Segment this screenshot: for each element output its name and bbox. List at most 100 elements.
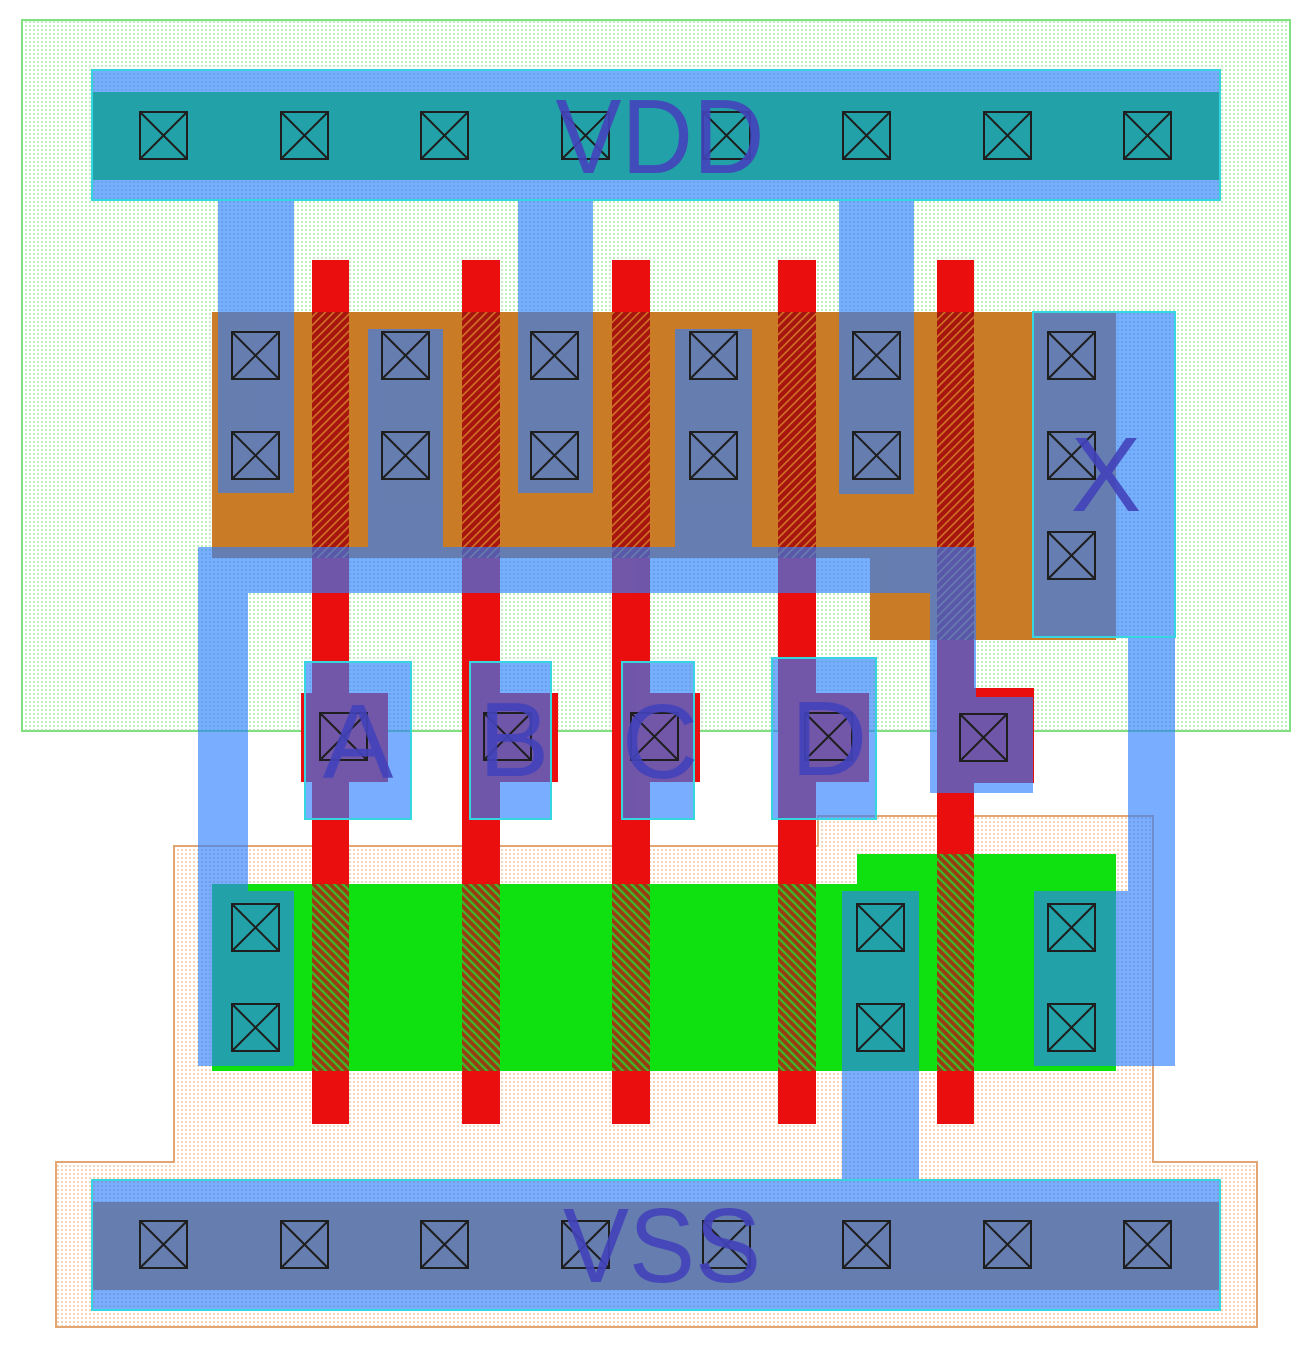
contact-box (530, 431, 579, 480)
nmos-contact-icon (1047, 1003, 1096, 1052)
contact-diagonal (483, 712, 532, 761)
vss-rail-contact-icon (561, 1220, 610, 1269)
vss-rail-contact-icon (702, 1220, 751, 1269)
contact-diagonal (280, 111, 329, 160)
nmos-contact-icon (231, 903, 280, 952)
contact-box (856, 1003, 905, 1052)
contact-diagonal (231, 1003, 280, 1052)
contact-box (1123, 1220, 1172, 1269)
nmos-contact-icon (231, 1003, 280, 1052)
contact-box (231, 431, 280, 480)
pmos-channel-d (778, 312, 816, 558)
b-label: B (479, 681, 550, 799)
c-pin-outline (621, 661, 695, 820)
pmos-contact-icon (381, 331, 430, 380)
contact-box (381, 331, 430, 380)
nmos-vss-strap (842, 891, 919, 1180)
contact-box (483, 712, 532, 761)
nmos-channel-inverter (937, 854, 974, 1071)
contact-diagonal (959, 713, 1008, 762)
contact-diagonal (702, 1220, 751, 1269)
vdd-rail-contact-icon (1123, 111, 1172, 160)
contact-box (420, 111, 469, 160)
poly-contact-icon (804, 712, 853, 761)
contact-box (231, 1003, 280, 1052)
contact-diagonal (842, 111, 891, 160)
contact-diagonal (983, 111, 1032, 160)
contact-diagonal (231, 903, 280, 952)
d-pin-outline (771, 657, 877, 820)
contact-box (630, 712, 679, 761)
pin-layer (91, 69, 1221, 1311)
label-layer: VDD VSS A B C D X (323, 78, 1142, 1305)
pmos-output-contact-icon (1047, 331, 1096, 380)
contact-box (689, 431, 738, 480)
contact-box (702, 1220, 751, 1269)
poly-contact-icon (319, 712, 368, 761)
contact-box (959, 713, 1008, 762)
contact-box (280, 111, 329, 160)
contact-box (561, 1220, 610, 1269)
contact-box (983, 1220, 1032, 1269)
contact-diagonal (1047, 903, 1096, 952)
nmos-contact-icon (856, 1003, 905, 1052)
nmos-contact-icon (856, 903, 905, 952)
nmos-channel-c (612, 884, 650, 1071)
pmos-channel-b (462, 312, 500, 558)
contact-box (689, 331, 738, 380)
contact-diagonal (852, 331, 901, 380)
contact-diagonal (561, 1220, 610, 1269)
nmos-drain-strap (213, 891, 294, 1066)
contact-diagonal (319, 712, 368, 761)
pmos-contact-icon (852, 331, 901, 380)
output-x-leg (1128, 312, 1175, 1066)
input-a-pin-metal (305, 662, 411, 819)
vss-pin-outline (91, 1179, 1221, 1311)
contact-diagonal (702, 111, 751, 160)
contact-diagonal (1123, 111, 1172, 160)
vss-rail-contact-icon (420, 1220, 469, 1269)
vdd-rail-contact-icon (561, 111, 610, 160)
pmos-contact-icon (689, 331, 738, 380)
contact-box (1123, 111, 1172, 160)
contact-box (319, 712, 368, 761)
contact-box (381, 431, 430, 480)
contact-diagonal (1123, 1220, 1172, 1269)
pmos-channel-c (612, 312, 650, 558)
nmos-contact-icon (1047, 903, 1096, 952)
nmos-channel-d (778, 884, 816, 1071)
contact-box (1047, 331, 1096, 380)
a-pin-outline (304, 661, 412, 820)
pmos-source-strap-2 (518, 200, 593, 493)
poly-contact-icon (483, 712, 532, 761)
contact-diagonal (689, 431, 738, 480)
pmos-contact-icon (689, 431, 738, 480)
pmos-contact-icon (231, 431, 280, 480)
contact-box (139, 111, 188, 160)
contact-diagonal (983, 1220, 1032, 1269)
contact-diagonal (856, 1003, 905, 1052)
pmos-drain-strap-1 (368, 329, 443, 547)
vdd-rail-contact-icon (983, 111, 1032, 160)
contact-diagonal (1047, 431, 1096, 480)
contact-diagonal (561, 111, 610, 160)
contact-box (852, 431, 901, 480)
contact-box (530, 331, 579, 380)
vdd-label: VDD (556, 78, 765, 196)
vdd-pin-outline (91, 69, 1221, 201)
vdd-rail-contact-icon (420, 111, 469, 160)
contact-diagonal (689, 331, 738, 380)
contact-box (842, 111, 891, 160)
vss-rail-contact-icon (139, 1220, 188, 1269)
pmos-contact-icon (231, 331, 280, 380)
contact-diagonal (420, 1220, 469, 1269)
vss-rail-contact-icon (842, 1220, 891, 1269)
contact-box (1047, 531, 1096, 580)
contact-diagonal (852, 431, 901, 480)
contact-box (702, 111, 751, 160)
pmos-contact-icon (530, 331, 579, 380)
contact-box (139, 1220, 188, 1269)
input-d-pin-metal (772, 658, 876, 819)
contact-diagonal (381, 331, 430, 380)
